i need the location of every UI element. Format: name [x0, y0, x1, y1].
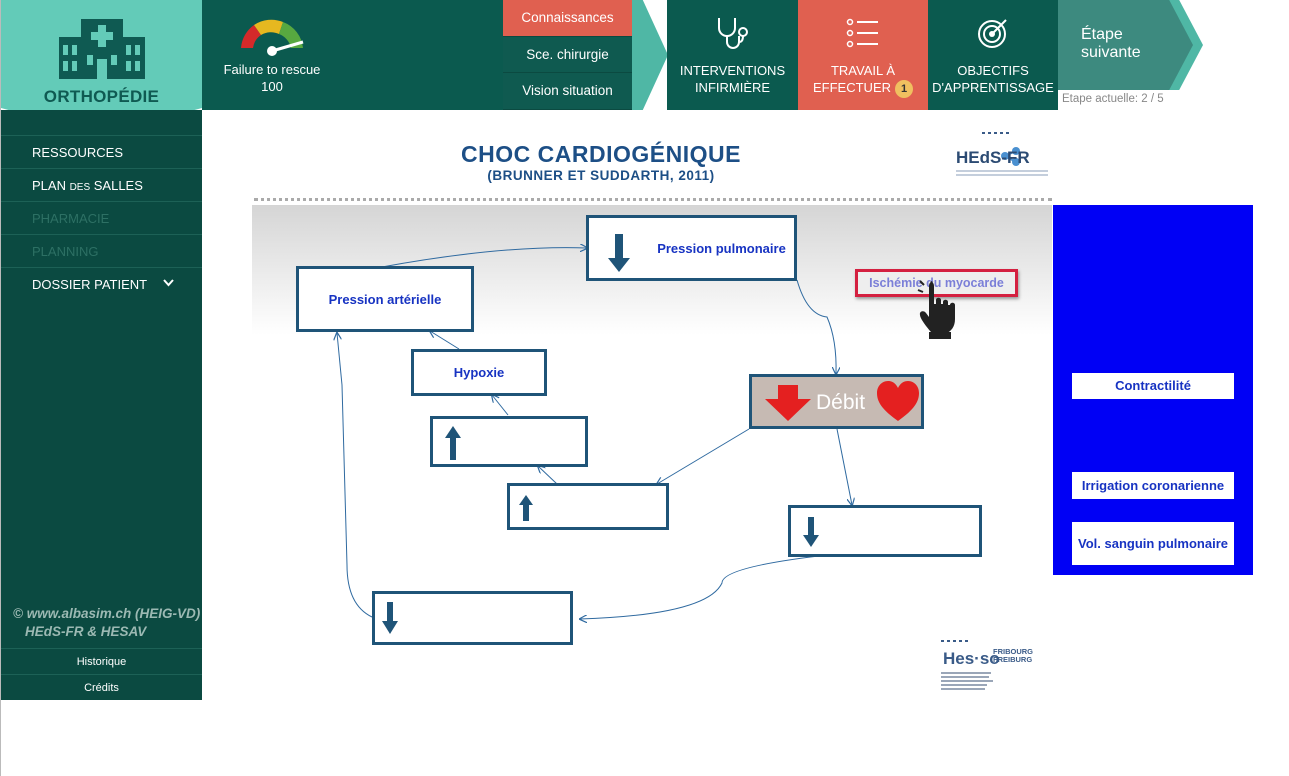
gauge-value: 100 [261, 79, 283, 94]
next-chevron-inner [1159, 0, 1193, 90]
interventions-line2: INFIRMIÈRE [694, 80, 771, 95]
sidebar-item-label: PHARMACIE [32, 211, 110, 226]
pression-arterielle-label: Pression artérielle [328, 291, 442, 307]
tab-vision-situation[interactable]: Vision situation [503, 73, 632, 110]
stethoscope-icon [717, 18, 748, 49]
travail-a-effectuer-button[interactable]: TRAVAIL À EFFECTUER 1 [798, 0, 928, 110]
sidebar-item-label: SALLES [90, 178, 143, 193]
copyright: © www.albasim.ch (HEIG-VD) HEdS-FR & HES… [13, 605, 200, 641]
interventions-line1: INTERVENTIONS [679, 63, 786, 78]
increase-box-2 [507, 483, 669, 530]
step-total: 5 [1157, 93, 1164, 105]
step-indicator: Etape actuelle: 2 / 5 [1062, 93, 1164, 105]
objectifs-apprentissage-button[interactable]: OBJECTIFS D'APPRENTISSAGE [928, 0, 1058, 110]
heds-fr-logo: HEdS-FR [956, 130, 1048, 180]
sidebar-item-label: PLANNING [32, 244, 99, 259]
hand-pointer-icon [917, 280, 955, 339]
tab-group: Connaissances Sce. chirurgie Vision situ… [503, 0, 632, 110]
heart-icon [877, 381, 919, 421]
arrow-down-icon [382, 602, 398, 634]
travail-line1: TRAVAIL À [830, 63, 896, 78]
arrow-down-icon [608, 234, 630, 272]
hes-so-city-line: FRIBOURG [993, 647, 1033, 656]
hes-so-text: Hes·so [943, 649, 1000, 668]
physiopathology-diagram: Pression pulmonaire Pression artérielle … [252, 205, 1052, 685]
tab-connaissances[interactable]: Connaissances [503, 0, 632, 37]
sidebar-item-planning: PLANNING [1, 234, 202, 267]
sidebar-item-plan-des-salles[interactable]: PLAN DES SALLES [1, 168, 202, 201]
credits-link[interactable]: Crédits [1, 674, 202, 700]
hypoxie-label: Hypoxie [453, 365, 505, 380]
arrow-down-icon [803, 517, 819, 547]
next-step-line2: suivante [1081, 44, 1141, 61]
interventions-infirmiere-button[interactable]: INTERVENTIONS INFIRMIÈRE [667, 0, 798, 110]
vol-sanguin-pulmonaire-button[interactable]: Vol. sanguin pulmonaire [1072, 522, 1234, 565]
hospital-icon [59, 19, 145, 79]
copyright-line: © www.albasim.ch (HEIG-VD) [13, 606, 201, 621]
pression-pulmonaire-box: Pression pulmonaire [586, 215, 797, 281]
travail-line2: EFFECTUER [813, 80, 891, 95]
contractilite-button[interactable]: Contractilité [1072, 373, 1234, 399]
target-icon [978, 19, 1007, 48]
sidebar-menu: RESSOURCES PLAN DES SALLES PHARMACIE PLA… [1, 135, 202, 300]
sidebar-item-pharmacie: PHARMACIE [1, 201, 202, 234]
sidebar-item-label: PLAN [32, 178, 70, 193]
objectifs-line2: D'APPRENTISSAGE [932, 80, 1054, 95]
factors-panel: Contractilité Irrigation coronarienne Vo… [1053, 205, 1253, 575]
decrease-box-1 [788, 505, 982, 557]
copyright-line: HEdS-FR & HESAV [25, 624, 147, 639]
objectifs-line1: OBJECTIFS [957, 63, 1029, 78]
hypoxie-box: Hypoxie [411, 349, 547, 396]
sidebar-item-label: DOSSIER PATIENT [32, 277, 148, 292]
step-prefix: Etape actuelle: [1062, 93, 1142, 105]
debit-label: Débit [816, 391, 866, 414]
heds-fr-text: HEdS-FR [956, 148, 1030, 167]
sidebar-item-ressources[interactable]: RESSOURCES [1, 135, 202, 168]
gauge-label: Failure to rescue [223, 62, 321, 77]
pression-arterielle-box: Pression artérielle [296, 266, 474, 332]
arrow-down-icon [765, 385, 811, 421]
next-step-line1: Étape [1081, 26, 1123, 43]
dotted-divider [254, 198, 1052, 201]
decrease-box-2 [372, 591, 573, 645]
page-subtitle: (BRUNNER ET SUDDARTH, 2011) [487, 168, 715, 183]
tab-sce-chirurgie[interactable]: Sce. chirurgie [503, 36, 632, 74]
sidebar: RESSOURCES PLAN DES SALLES PHARMACIE PLA… [1, 110, 202, 700]
chevron-divider [632, 0, 668, 110]
connector-arrows [252, 205, 1052, 685]
chevron-down-icon [163, 268, 174, 301]
top-bar: ORTHOPÉDIE Failure to rescue 100 Connais… [1, 0, 1289, 135]
step-separator: / [1147, 93, 1158, 105]
debit-box: Débit [749, 374, 924, 429]
department-label: ORTHOPÉDIE [43, 87, 160, 106]
arrow-up-icon [445, 426, 461, 460]
ischemie-myocarde-button[interactable]: Ischémie du myocarde [855, 269, 1018, 297]
sidebar-item-label: RESSOURCES [32, 145, 124, 160]
historique-link[interactable]: Historique [1, 648, 202, 674]
page-title: CHOC CARDIOGÉNIQUE [461, 141, 741, 167]
checklist-icon [846, 18, 878, 48]
hes-so-city-line: FREIBURG [993, 655, 1033, 664]
irrigation-coronarienne-button[interactable]: Irrigation coronarienne [1072, 472, 1234, 499]
sidebar-item-dossier-patient[interactable]: DOSSIER PATIENT [1, 267, 202, 300]
step-current: 2 [1141, 93, 1148, 105]
task-count-badge: 1 [895, 80, 913, 98]
failure-to-rescue-gauge: Failure to rescue 100 [202, 0, 503, 110]
pression-pulmonaire-label: Pression pulmonaire [657, 240, 786, 256]
increase-box-1 [430, 416, 588, 467]
hes-so-logo-graphic [941, 640, 993, 690]
gauge-icon [241, 19, 304, 56]
heds-fr-logo-graphic [956, 132, 1048, 176]
hes-so-logo: Hes·so FRIBOURG FREIBURG [941, 640, 1051, 692]
hes-so-city: FRIBOURG FREIBURG [993, 648, 1033, 664]
arrow-up-icon [519, 495, 533, 521]
sidebar-item-label-small: DES [69, 182, 91, 193]
